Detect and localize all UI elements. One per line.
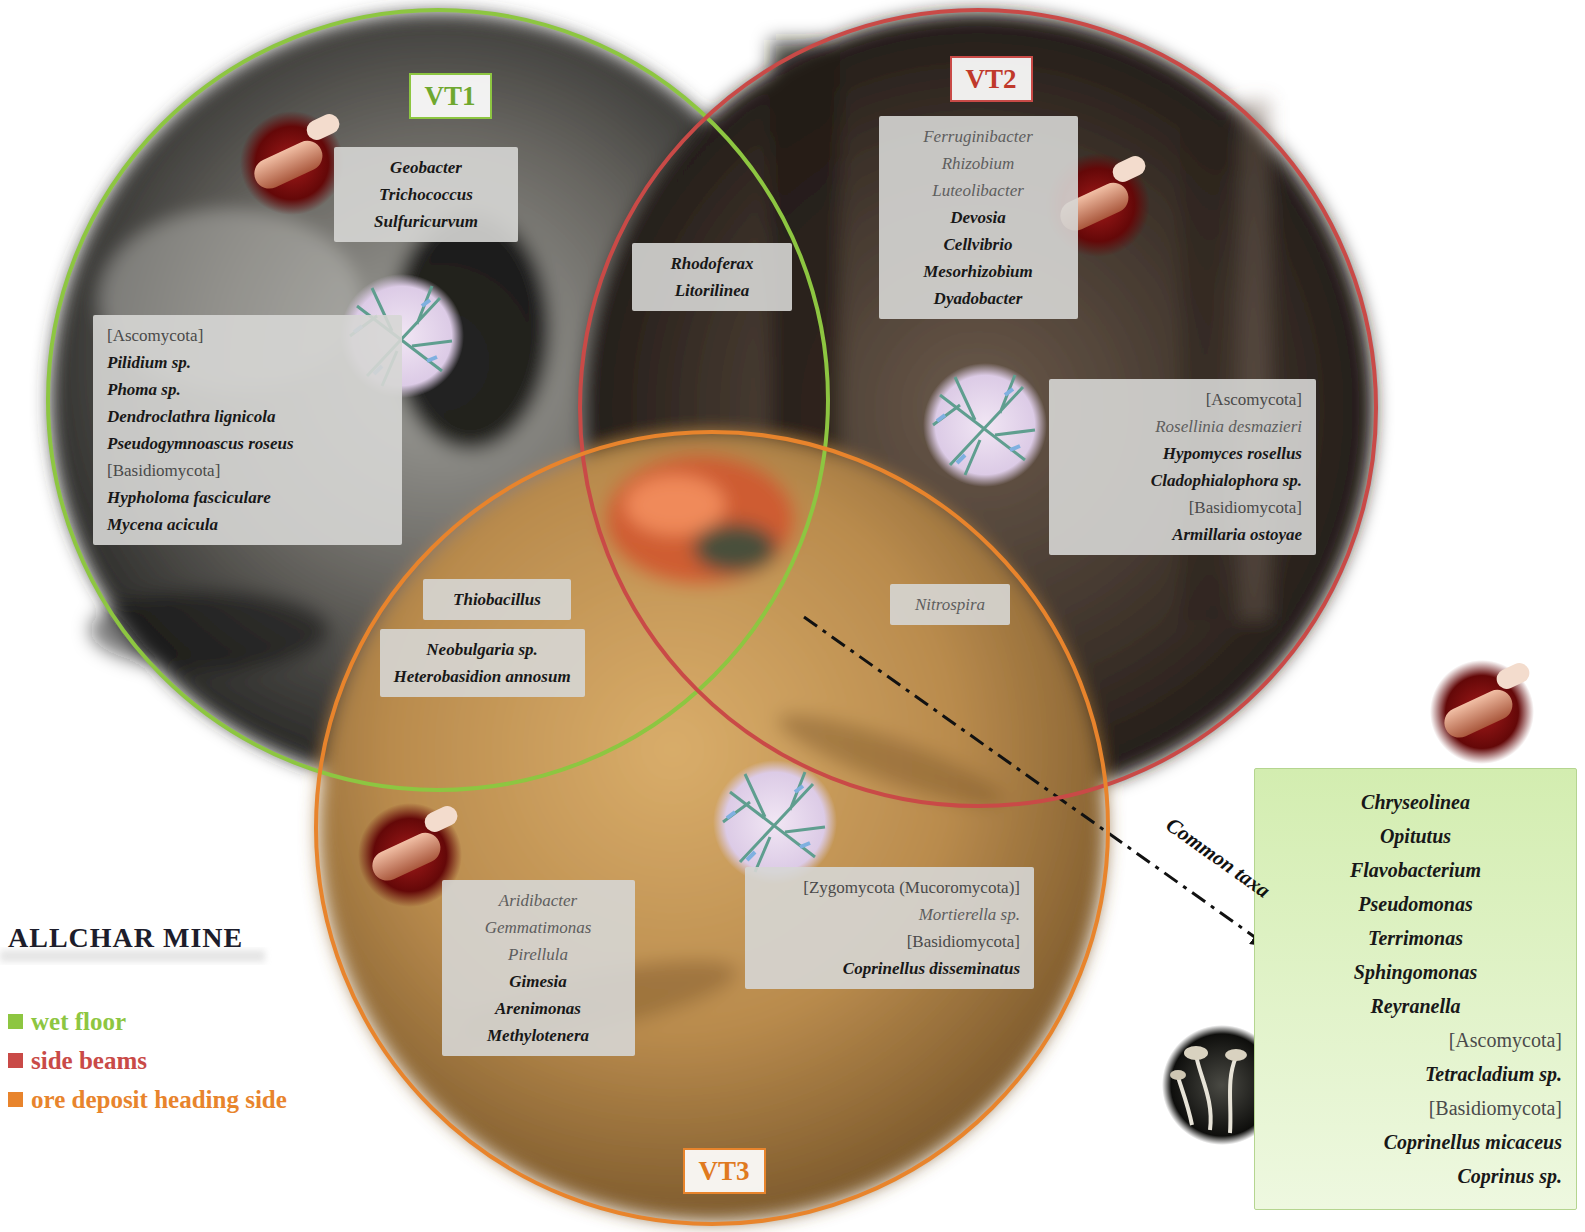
venn-circle: VT3 AridibacterGemmatimonasPirellulaGimes… [314, 430, 1110, 1226]
ore-rock [625, 475, 725, 535]
taxa-box: RhodoferaxLitorilinea [632, 243, 792, 311]
taxon-name: Tetracladium sp. [1269, 1057, 1562, 1091]
taxon-name: Nitrospira [904, 591, 996, 618]
taxa-box: [Ascomycota]Rosellinia desmazieriHypomyc… [1049, 379, 1316, 555]
legend-row: wet floor [8, 1002, 287, 1041]
legend-text: wet floor [31, 1008, 126, 1036]
bacteria-icon [240, 111, 344, 215]
taxon-name: Coprinus sp. [1269, 1159, 1562, 1193]
taxon-name: Mortierella sp. [759, 901, 1020, 928]
taxon-name: Gimesia [456, 968, 621, 995]
taxa-box: [Zygomycota (Mucoromycota)]Mortierella s… [745, 867, 1034, 989]
photo-backgrounds [50, 12, 1374, 1222]
taxa-box: AridibacterGemmatimonasPirellulaGimesiaA… [442, 880, 635, 1056]
puddle [90, 590, 330, 670]
taxa-box: [Ascomycota]Pilidium sp.Phoma sp.Dendroc… [93, 315, 402, 545]
ore-rock [605, 455, 795, 585]
taxon-name: Coprinellus micaceus [1269, 1125, 1562, 1159]
circle-label: VT1 [409, 73, 492, 119]
taxon-name: Pirellula [456, 941, 621, 968]
taxon-name: Hypomyces rosellus [1063, 440, 1302, 467]
taxa-box: Thiobacillus [423, 579, 571, 620]
taxa-box: Nitrospira [890, 584, 1010, 625]
taxon-name: Cladophialophora sp. [1063, 467, 1302, 494]
taxon-name: Rhizobium [893, 150, 1064, 177]
taxon-name: Terrimonas [1269, 921, 1562, 955]
taxon-name: Opitutus [1269, 819, 1562, 853]
mine-title: ALLCHAR MINE [8, 922, 243, 954]
legend-row: ore deposit heading side [8, 1080, 287, 1119]
taxon-name: Litorilinea [646, 277, 778, 304]
taxon-name: Neobulgaria sp. [394, 636, 571, 663]
taxon-name: [Basidiomycota] [1063, 494, 1302, 521]
taxon-name: [Basidiomycota] [107, 457, 388, 484]
circle-outline [316, 432, 1108, 1224]
taxon-name: [Basidiomycota] [759, 928, 1020, 955]
taxon-name: Cellvibrio [893, 231, 1064, 258]
taxon-name: Reyranella [1269, 989, 1562, 1023]
taxon-name: Dendroclathra lignicola [107, 403, 388, 430]
legend-row: side beams [8, 1041, 287, 1080]
taxon-name: Rosellinia desmazieri [1063, 413, 1302, 440]
taxon-name: Geobacter [348, 154, 504, 181]
legend-text: side beams [31, 1047, 147, 1075]
taxon-name: [Basidiomycota] [1269, 1091, 1562, 1125]
taxon-name: [Ascomycota] [1063, 386, 1302, 413]
bacteria-icon [1430, 660, 1534, 764]
taxon-name: Mesorhizobium [893, 258, 1064, 285]
taxa-box: FerruginibacterRhizobiumLuteolibacterDev… [879, 116, 1078, 319]
taxon-name: Pseudogymnoascus roseus [107, 430, 388, 457]
legend-swatch [8, 1092, 23, 1107]
legend: wet floor side beams ore deposit heading s… [8, 1002, 287, 1119]
taxon-name: Mycena acicula [107, 511, 388, 538]
circle-outline [48, 10, 828, 790]
taxon-name: Hypholoma fasciculare [107, 484, 388, 511]
taxa-box: GeobacterTrichococcusSulfuricurvum [334, 147, 518, 242]
taxon-name: Pilidium sp. [107, 349, 388, 376]
taxon-name: Devosia [893, 204, 1064, 231]
taxon-name: Flavobacterium [1269, 853, 1562, 887]
taxon-name: Methylotenera [456, 1022, 621, 1049]
taxon-name: Phoma sp. [107, 376, 388, 403]
taxon-name: [Ascomycota] [107, 322, 388, 349]
legend-text: ore deposit heading side [31, 1086, 287, 1114]
legend-swatch [8, 1053, 23, 1068]
taxon-name: Dyadobacter [893, 285, 1064, 312]
circle-outline [314, 430, 1110, 1226]
circle-label: VT3 [683, 1148, 766, 1194]
taxon-name: Pseudomonas [1269, 887, 1562, 921]
taxon-name: Chryseolinea [1269, 785, 1562, 819]
circle-label: VT2 [950, 56, 1033, 102]
venn-circle: VT2FerruginibacterRhizobiumLuteolibacter… [578, 8, 1378, 808]
fungus-icon [713, 760, 837, 884]
taxon-name: Gemmatimonas [456, 914, 621, 941]
ore-deposit-photo [318, 434, 1106, 1222]
legend-swatch [8, 1014, 23, 1029]
taxon-name: Coprinellus disseminatus [759, 955, 1020, 982]
taxon-name: Sulfuricurvum [348, 208, 504, 235]
taxon-name: Heterobasidion annosum [394, 663, 571, 690]
taxon-name: Arenimonas [456, 995, 621, 1022]
taxon-name: Rhodoferax [646, 250, 778, 277]
taxon-name: [Ascomycota] [1269, 1023, 1562, 1057]
taxon-name: Trichococcus [348, 181, 504, 208]
fungus-icon [923, 363, 1047, 487]
taxon-name: [Zygomycota (Mucoromycota)] [759, 874, 1020, 901]
taxon-name: Thiobacillus [437, 586, 557, 613]
taxa-box: Neobulgaria sp.Heterobasidion annosum [380, 629, 585, 697]
taxon-name: Luteolibacter [893, 177, 1064, 204]
taxon-name: Ferruginibacter [893, 123, 1064, 150]
taxon-name: Aridibacter [456, 887, 621, 914]
ore-rock [693, 523, 777, 573]
common-taxa-box: ChryseolineaOpitutusFlavobacteriumPseudo… [1254, 768, 1577, 1210]
circle-outline [580, 10, 1376, 806]
taxon-name: Sphingomonas [1269, 955, 1562, 989]
taxon-name: Armillaria ostoyae [1063, 521, 1302, 548]
